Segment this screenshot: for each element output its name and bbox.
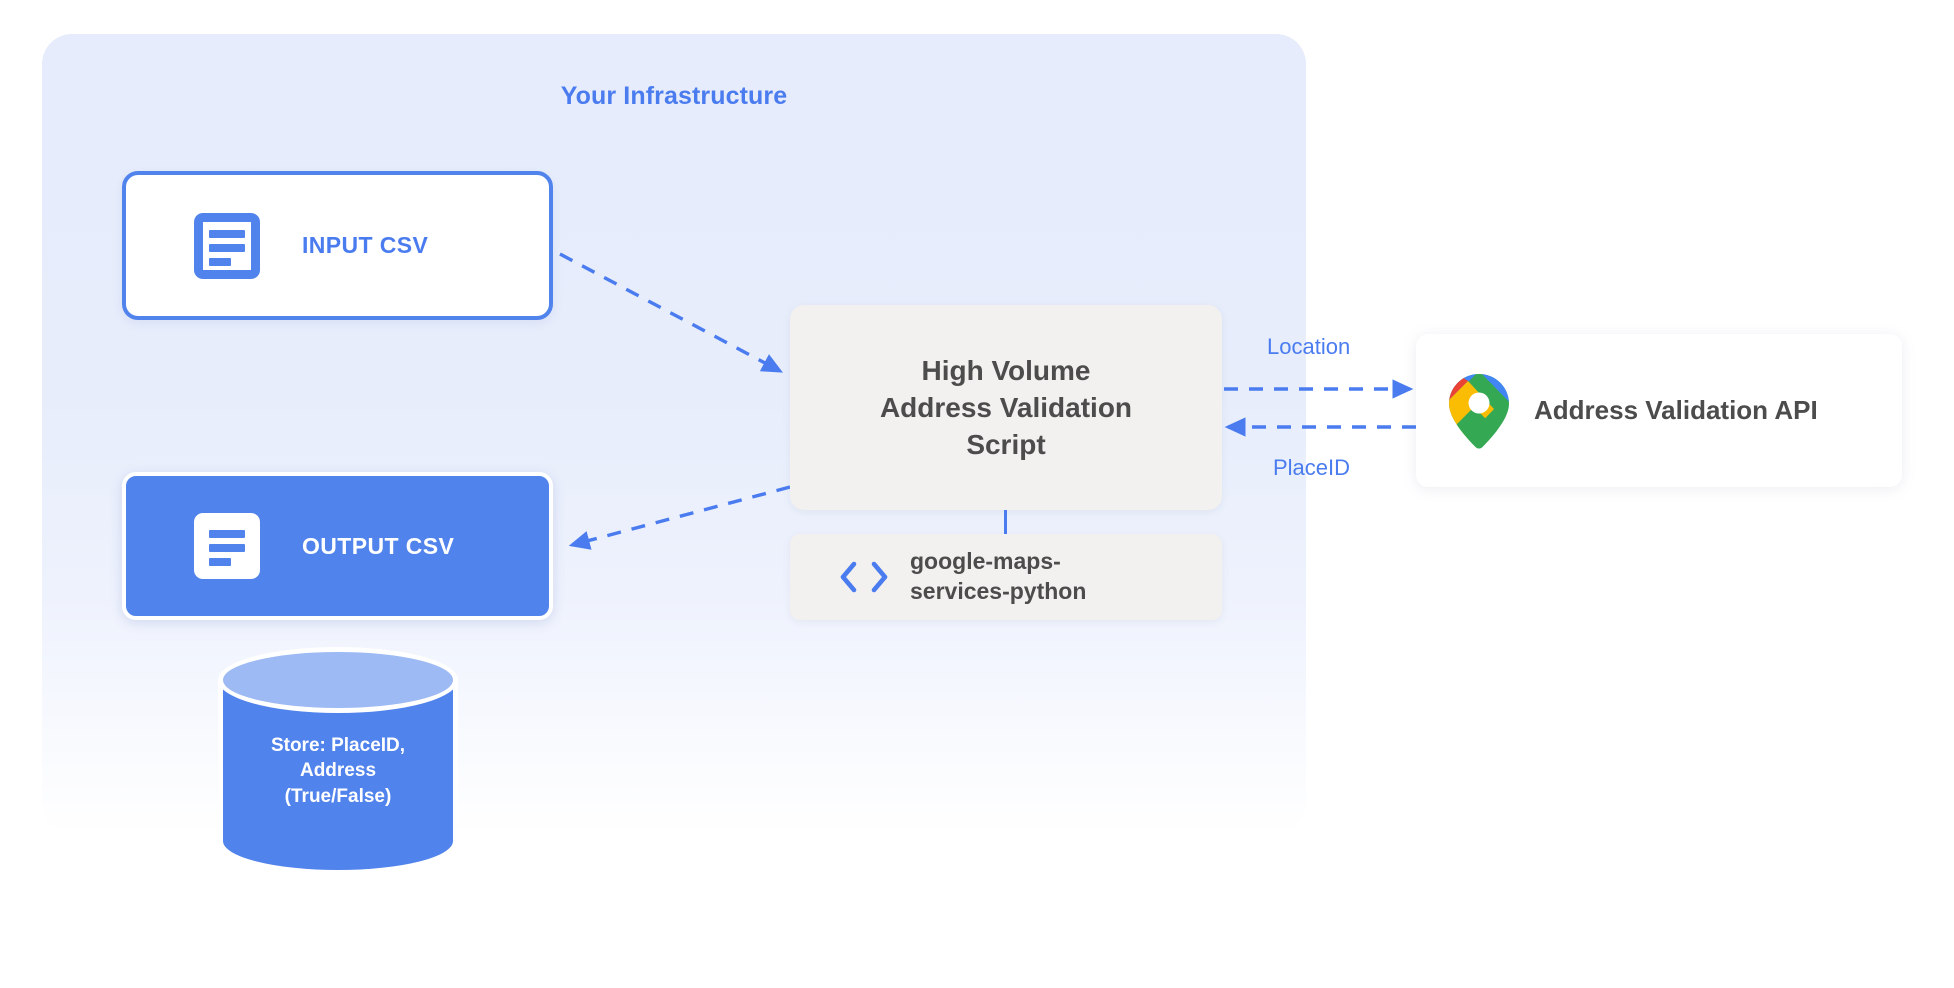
input-csv-label: INPUT CSV <box>302 232 429 258</box>
api-label: Address Validation API <box>1534 395 1818 425</box>
cylinder-top <box>218 647 458 713</box>
input-csv-card[interactable]: INPUT CSV <box>122 171 553 320</box>
edge-label-location: Location <box>1267 334 1351 359</box>
infrastructure-panel-title: Your Infrastructure <box>560 82 788 110</box>
library-card[interactable]: google-maps- services-python <box>790 534 1222 620</box>
cylinder-bottom <box>218 807 458 875</box>
code-brackets-icon <box>840 561 888 593</box>
library-label: google-maps- services-python <box>910 548 1087 604</box>
database-cylinder-icon[interactable]: Store: PlaceID, Address (True/False) <box>218 647 458 875</box>
output-csv-card[interactable]: OUTPUT CSV <box>122 472 553 620</box>
script-library-connector <box>1004 510 1007 534</box>
document-icon <box>194 212 260 279</box>
address-validation-api-card[interactable]: Address Validation API <box>1416 334 1902 487</box>
script-label: High Volume Address Validation Script <box>879 354 1133 461</box>
database-label: Store: PlaceID, Address (True/False) <box>270 735 406 807</box>
script-card[interactable]: High Volume Address Validation Script <box>790 305 1222 510</box>
edge-label-placeid: PlaceID <box>1273 455 1351 480</box>
document-icon <box>194 513 260 579</box>
output-csv-label: OUTPUT CSV <box>302 532 455 559</box>
google-maps-pin-icon <box>1449 373 1509 448</box>
